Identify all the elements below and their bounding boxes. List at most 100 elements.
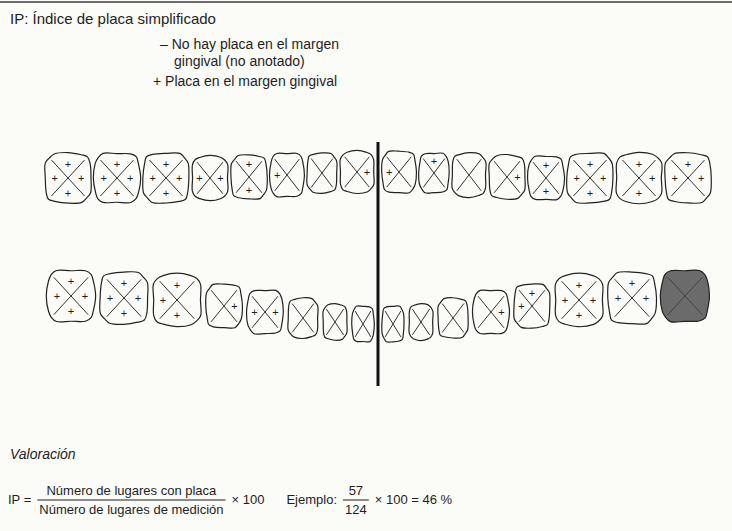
tooth xyxy=(528,156,565,200)
formula-text: IP = xyxy=(8,492,31,508)
plaque-mark: + xyxy=(587,158,593,169)
tooth-outline xyxy=(382,151,417,193)
tooth xyxy=(382,306,404,342)
plaque-mark: + xyxy=(135,293,141,304)
plaque-mark: + xyxy=(246,184,252,195)
plaque-mark: + xyxy=(163,158,169,169)
formula-text: Ejemplo: xyxy=(286,492,337,508)
formula-text: × 100 xyxy=(232,492,265,508)
tooth xyxy=(100,272,148,325)
plaque-mark: + xyxy=(54,291,60,302)
plaque-mark: + xyxy=(649,173,655,184)
plaque-mark: + xyxy=(68,306,74,317)
tooth xyxy=(143,153,189,204)
plaque-mark: + xyxy=(573,173,579,184)
plaque-mark: + xyxy=(615,293,621,304)
tooth xyxy=(45,152,92,203)
plaque-mark: + xyxy=(272,307,278,318)
tooth-outline xyxy=(352,306,375,342)
site-divider xyxy=(211,290,237,322)
tooth-outline xyxy=(153,273,201,326)
tooth xyxy=(382,151,417,193)
tooth-outline xyxy=(323,304,347,341)
site-divider xyxy=(252,296,278,328)
plaque-mark: + xyxy=(160,295,166,306)
plaque-mark: + xyxy=(231,301,237,312)
tooth xyxy=(340,150,374,193)
plaque-mark: + xyxy=(176,173,182,184)
plaque-mark: + xyxy=(107,293,113,304)
site-divider xyxy=(412,309,429,335)
tooth xyxy=(514,284,550,329)
plaque-mark: + xyxy=(65,187,71,198)
plaque-mark: + xyxy=(100,173,106,184)
tooth xyxy=(192,155,228,200)
plaque-mark: + xyxy=(196,173,202,184)
plaque-mark: + xyxy=(685,158,691,169)
tooth-outline xyxy=(419,153,450,193)
tooth-outline xyxy=(340,150,374,193)
tooth xyxy=(419,153,450,193)
tooth xyxy=(608,272,657,325)
tooth-outline xyxy=(382,306,404,342)
plaque-mark: + xyxy=(386,167,392,178)
plaque-mark: + xyxy=(51,173,57,184)
formula-text: 57 xyxy=(349,483,363,499)
site-divider xyxy=(494,161,520,193)
site-divider xyxy=(275,159,299,191)
plaque-mark: + xyxy=(121,277,127,288)
tooth-outline xyxy=(608,272,657,325)
tooth-outline xyxy=(555,273,603,327)
tooth-outline xyxy=(93,153,140,203)
plaque-mark: + xyxy=(671,173,677,184)
plaque-mark: + xyxy=(149,173,155,184)
tooth-outline xyxy=(288,298,318,339)
tooth-outline xyxy=(514,284,550,329)
fraction-bar xyxy=(343,500,369,501)
plaque-mark: + xyxy=(543,185,549,196)
site-divider xyxy=(311,159,333,188)
title: IP: Índice de placa simplificado xyxy=(10,10,216,28)
tooth xyxy=(307,153,337,194)
tooth-outline xyxy=(528,156,565,200)
plaque-mark: + xyxy=(78,173,84,184)
plaque-mark: + xyxy=(68,275,74,286)
legend-line: – No hay placa en el margen gingival (no… xyxy=(160,36,374,70)
tooth xyxy=(665,153,712,204)
tooth xyxy=(93,153,140,203)
plaque-mark: + xyxy=(636,187,642,198)
tooth-outline xyxy=(100,272,148,325)
plaque-mark: + xyxy=(121,308,127,319)
tooth-outline xyxy=(143,153,189,204)
fraction-bar xyxy=(37,500,225,501)
site-divider xyxy=(385,311,401,337)
site-divider xyxy=(345,157,369,187)
plaque-mark: + xyxy=(636,158,642,169)
midline xyxy=(377,142,380,386)
tooth-outline xyxy=(616,152,662,203)
tooth-outline xyxy=(452,153,486,198)
site-divider xyxy=(197,162,223,194)
tooth xyxy=(269,153,304,197)
plaque-mark: + xyxy=(514,172,520,183)
tooth-outline xyxy=(409,304,433,341)
site-divider xyxy=(442,304,464,333)
tooth xyxy=(567,153,613,204)
tooth-outline xyxy=(665,153,712,204)
plaque-mark: + xyxy=(114,158,120,169)
plaque-mark: + xyxy=(576,310,582,321)
tooth-outline xyxy=(46,270,95,322)
plaque-mark: + xyxy=(498,307,504,318)
plaque-mark: + xyxy=(543,160,549,171)
formula-text: Número de lugares de medición xyxy=(39,502,223,518)
tooth-outline xyxy=(438,298,468,339)
top-rule xyxy=(0,1,732,3)
tooth xyxy=(616,152,662,203)
tooth xyxy=(452,153,486,198)
site-divider xyxy=(355,311,371,337)
plaque-mark: + xyxy=(529,288,535,299)
plaque-mark: + xyxy=(274,170,280,181)
site-divider xyxy=(478,296,504,328)
tooth xyxy=(438,298,468,339)
